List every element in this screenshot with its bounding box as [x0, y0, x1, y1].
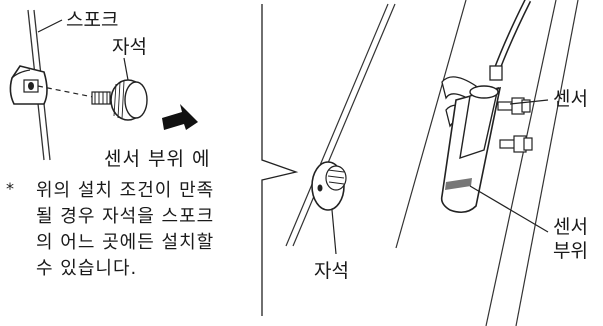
sensor-position-label: 센서 부위 에 — [104, 148, 211, 170]
magnet-label-right: 자석 — [314, 260, 349, 282]
band-screws — [497, 97, 533, 153]
note-marker: * — [6, 179, 14, 198]
note-line: 위의 설치 조건이 만족 — [36, 180, 215, 201]
sensor-leader-line — [509, 99, 549, 105]
spoke-label: 스포크 — [66, 9, 119, 31]
callout-pointer — [261, 148, 299, 316]
sensor-label: 센서 — [553, 88, 588, 110]
fork-blade — [395, 0, 579, 326]
magnet-label-left: 자석 — [112, 36, 147, 58]
sensor-part-label-line2: 부위 — [553, 240, 588, 262]
note-line: 의 어느 곳에든 설치할 — [36, 232, 215, 253]
assembly-dashed-line — [37, 85, 99, 99]
magnet-clamp-left — [9, 65, 48, 105]
magnet-leader-line-right — [331, 209, 337, 255]
sensor-part-leader-line — [469, 185, 549, 233]
note-line: 수 있습니다. — [36, 258, 138, 279]
magnet-screw-left — [91, 79, 148, 121]
magnet-leader-line-left — [123, 57, 129, 81]
direction-arrow — [162, 104, 198, 130]
note-line: 될 경우 자석을 스포크 — [36, 206, 215, 227]
sensor-part-label-line1: 센서 — [553, 216, 588, 238]
spoke-leader-line — [37, 19, 63, 33]
magnet-right — [311, 161, 347, 211]
sensor-body — [440, 65, 503, 214]
spoke-right — [285, 3, 396, 247]
